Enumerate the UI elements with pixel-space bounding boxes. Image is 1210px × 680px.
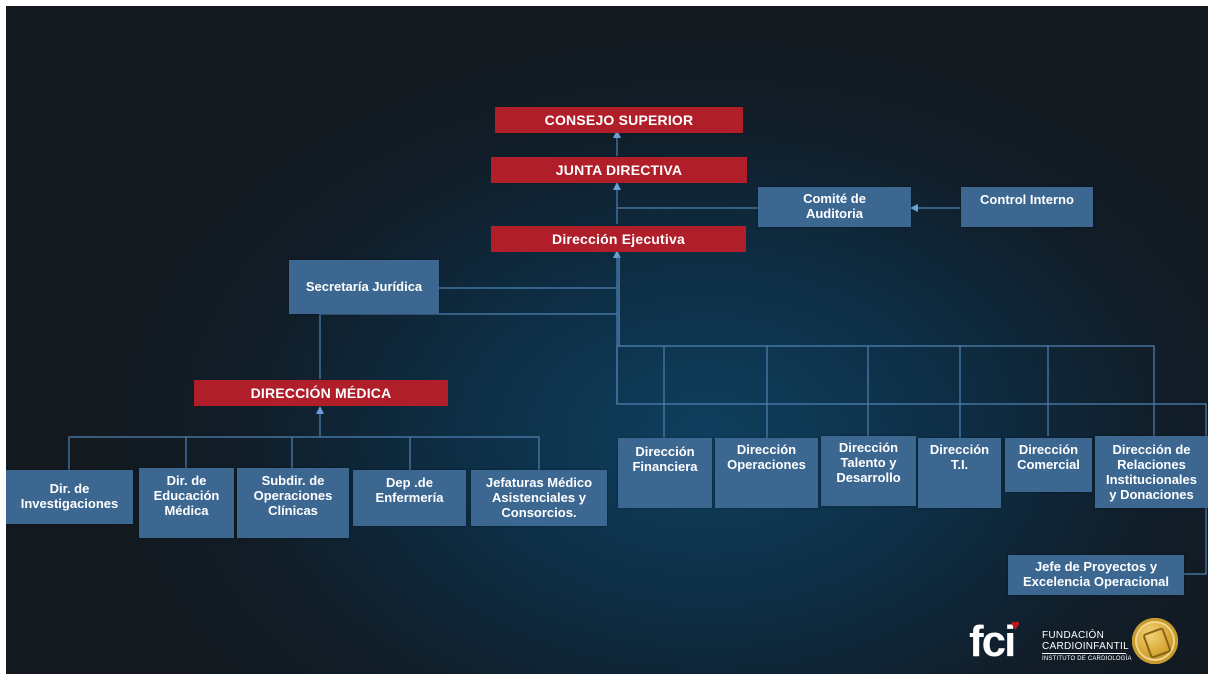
box-junta-directiva: JUNTA DIRECTIVA (491, 157, 747, 183)
box-direccion-operaciones: Dirección Operaciones (715, 438, 818, 508)
box-jefe-proyectos: Jefe de Proyectos y Excelencia Operacion… (1008, 555, 1184, 595)
box-dep-enfermeria: Dep .de Enfermería (353, 470, 466, 526)
logo-line3: INSTITUTO DE CARDIOLOGÍA (1042, 656, 1132, 662)
box-dir-educacion-medica: Dir. de Educación Médica (139, 468, 234, 538)
connector-directions-bus (617, 345, 1155, 436)
logo-line1: FUNDACIÓN (1042, 630, 1105, 641)
box-jefaturas-medico: Jefaturas Médico Asistenciales y Consorc… (471, 470, 607, 526)
box-dir-investigaciones: Dir. de Investigaciones (6, 470, 133, 524)
box-direccion-talento: Dirección Talento y Desarrollo (821, 436, 916, 506)
connector-medica-bus (68, 436, 540, 470)
heart-icon: ♥ (1011, 617, 1020, 634)
box-direccion-comercial: Dirección Comercial (1005, 438, 1092, 492)
fundacion-cardioinfantil-logo: fci ♥ FUNDACIÓN CARDIOINFANTIL INSTITUTO… (964, 614, 1194, 670)
connector-lines (68, 130, 1207, 575)
box-comite-auditoria: Comité de Auditoria (758, 187, 911, 227)
box-direccion-medica: DIRECCIÓN MÉDICA (194, 380, 448, 406)
org-chart-slide: CONSEJO SUPERIOR JUNTA DIRECTIVA Comité … (6, 6, 1208, 674)
box-consejo-superior: CONSEJO SUPERIOR (495, 107, 743, 133)
accreditation-seal-icon (1132, 618, 1178, 664)
logo-divider (1042, 653, 1126, 654)
box-direccion-ti: Dirección T.I. (918, 438, 1001, 508)
connector-jefe-proyectos (616, 346, 1207, 575)
box-control-interno: Control Interno (961, 187, 1093, 227)
logo-mark: fci (969, 617, 1016, 666)
box-subdir-operaciones-clinicas: Subdir. de Operaciones Clínicas (237, 468, 349, 538)
box-direccion-financiera: Dirección Financiera (618, 438, 712, 508)
box-direccion-ejecutiva: Dirección Ejecutiva (491, 226, 746, 252)
logo-line2: CARDIOINFANTIL (1042, 641, 1129, 652)
box-direccion-relaciones: Dirección de Relaciones Institucionales … (1095, 436, 1208, 508)
box-secretaria-juridica: Secretaría Jurídica (289, 260, 439, 314)
